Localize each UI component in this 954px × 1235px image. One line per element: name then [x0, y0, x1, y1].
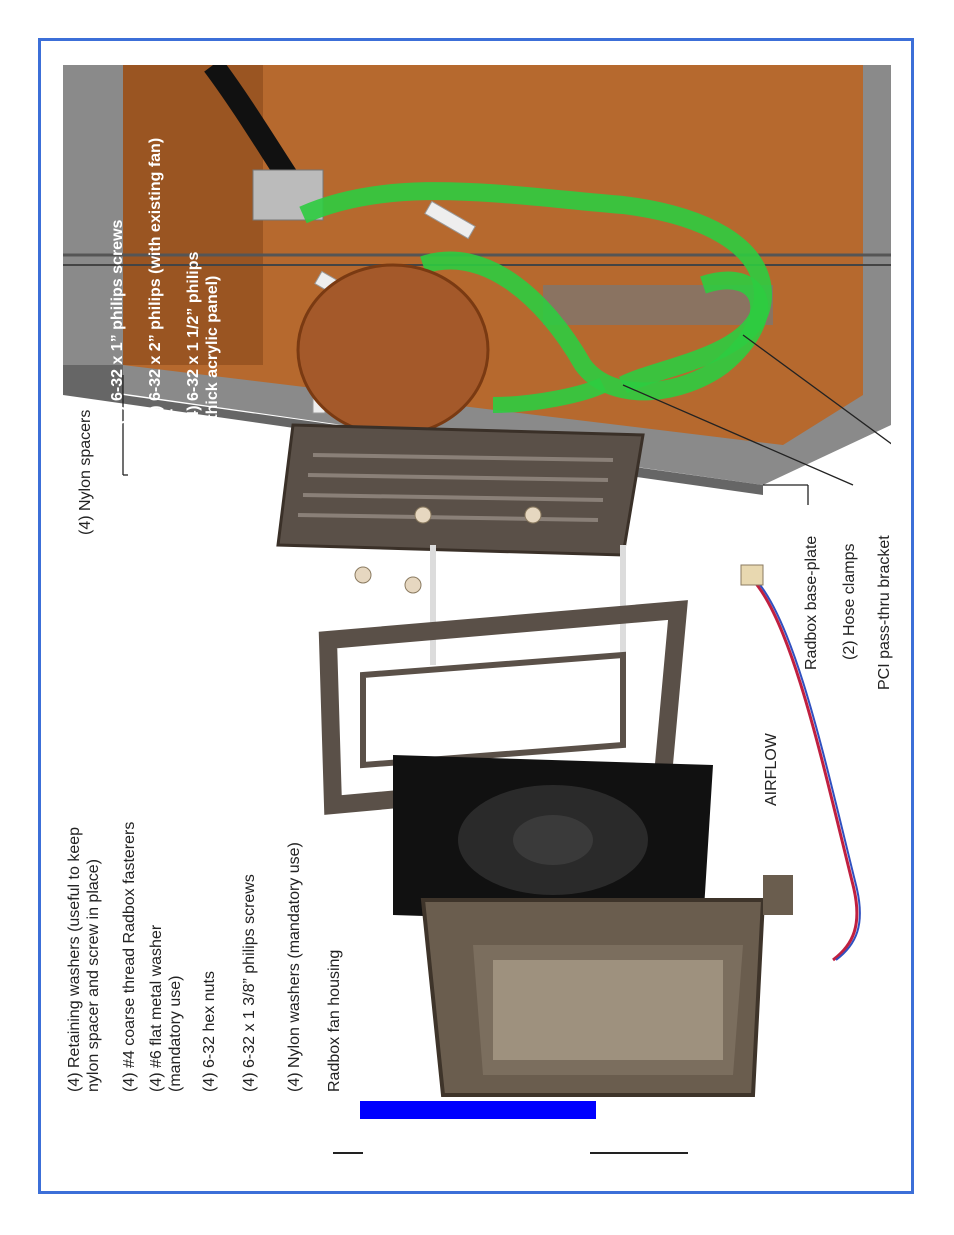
- pci-bracket-shape: [543, 285, 773, 325]
- label-nylon-spacers-line: (4) Nylon spacers: [77, 409, 94, 535]
- label-nylon-spacers: (4) Nylon spacers: [76, 410, 95, 535]
- label-airflow: AIRFLOW: [762, 733, 781, 806]
- label-flat-metal-washer: (4) #6 flat metal washer(mandatory use): [147, 925, 185, 1092]
- label-retaining-washers-line: nylon spacer and screw in place): [85, 858, 102, 1092]
- label-nylon-washers-line: (4) Nylon washers (mandatory use): [286, 842, 303, 1092]
- label-screw-options-line: (thick acrylic panel): [204, 275, 221, 425]
- page-frame: [38, 38, 914, 1194]
- underline-left: [333, 1152, 363, 1154]
- label-screw-options-line: (4) 6-32 x 1” philips screws: [109, 219, 126, 425]
- label-screw-options-line: or: [166, 409, 183, 425]
- label-hose-clamps: (2) Hose clamps: [840, 544, 859, 660]
- label-hex-nuts-line: (4) 6-32 hex nuts: [201, 971, 218, 1092]
- label-pci-bracket: PCI pass-thru bracket: [875, 535, 894, 690]
- label-base-plate: Radbox base-plate: [802, 536, 821, 670]
- exploded-assembly-illustration: [63, 65, 891, 1120]
- label-fan-housing: Radbox fan housing: [325, 950, 344, 1092]
- label-nylon-washers: (4) Nylon washers (mandatory use): [285, 842, 304, 1092]
- underline-right: [590, 1152, 688, 1154]
- label-base-plate-line: Radbox base-plate: [803, 535, 820, 670]
- label-screw-options-line: (4) 6-32 x 2” philips (with existing fan…: [147, 137, 164, 425]
- label-philips-screws-138: (4) 6-32 x 1 3/8” philips screws: [240, 874, 259, 1092]
- base-plate-shape: [276, 423, 645, 557]
- title-bar: [360, 1101, 596, 1119]
- label-flat-metal-washer-line: (4) #6 flat metal washer: [148, 924, 165, 1092]
- fan-wire: [751, 579, 859, 962]
- label-flat-metal-washer-line: (mandatory use): [167, 975, 184, 1093]
- label-retaining-washers-line: (4) Retaining washers (useful to keep: [66, 826, 83, 1092]
- label-coarse-thread-fasteners: (4) #4 coarse thread Radbox fasterers: [120, 822, 139, 1092]
- label-fan-housing-line: Radbox fan housing: [326, 949, 343, 1092]
- label-screw-options-line: (4) 6-32 x 1 1/2” philips: [185, 251, 202, 425]
- label-airflow-line: AIRFLOW: [763, 733, 780, 806]
- label-philips-screws-138-line: (4) 6-32 x 1 3/8” philips screws: [241, 874, 258, 1092]
- label-screw-options-line: or: [128, 409, 145, 425]
- fan-hole: [296, 263, 490, 437]
- label-coarse-thread-fasteners-line: (4) #4 coarse thread Radbox fasterers: [121, 821, 138, 1092]
- green-tube-1: [299, 182, 773, 394]
- label-hex-nuts: (4) 6-32 hex nuts: [200, 971, 219, 1092]
- label-hose-clamps-line: (2) Hose clamps: [841, 543, 858, 660]
- label-pci-bracket-line: PCI pass-thru bracket: [876, 535, 893, 690]
- green-tube-2: [420, 251, 769, 401]
